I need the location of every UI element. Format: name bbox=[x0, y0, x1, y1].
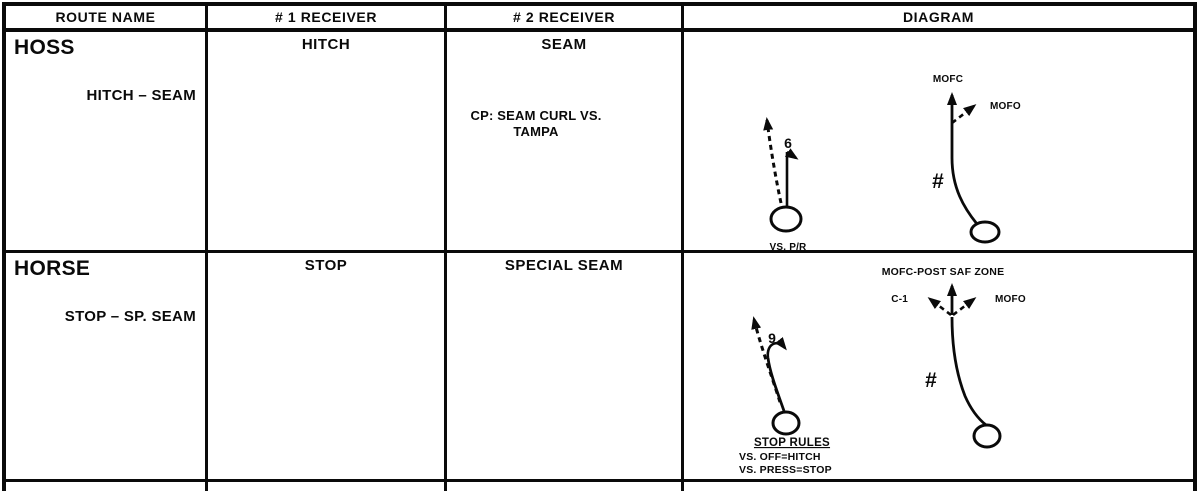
stop-rule-press: VS. PRESS=STOP bbox=[739, 464, 832, 476]
header-receiver-2-label: # 2 RECEIVER bbox=[512, 9, 616, 25]
stop-rules-title: STOP RULES bbox=[754, 437, 830, 449]
horse-receiver2-cell: SPECIAL SEAM bbox=[447, 253, 684, 482]
coaching-point-text: SEAM CURL VS. TAMPA bbox=[497, 108, 602, 140]
receiver-circle bbox=[769, 205, 803, 233]
seam-route-figure: MOFC MOFO # bbox=[932, 74, 1021, 244]
receiver2-label: SEAM bbox=[541, 36, 587, 53]
route-combo: STOP – SP. SEAM bbox=[64, 308, 196, 325]
c1-branch-dashed-arrow bbox=[927, 297, 952, 317]
header-route-name-label: ROUTE NAME bbox=[55, 9, 156, 25]
c1-label: C-1 bbox=[891, 294, 908, 305]
receiver-circle bbox=[771, 410, 801, 436]
coaching-point-label: CP: bbox=[470, 108, 494, 123]
stop-stem-line bbox=[766, 357, 786, 412]
stop-rule-off: VS. OFF=HITCH bbox=[739, 451, 821, 463]
go-conversion-dashed-arrow bbox=[763, 117, 783, 204]
next-row-cell bbox=[684, 482, 1193, 491]
route-name: HOSS bbox=[14, 36, 75, 59]
receiver1-label: HITCH bbox=[301, 36, 351, 53]
horse-diagram: 9 STOP RULES VS. OFF=HITCH VS. PRESS=STO… bbox=[739, 266, 1026, 476]
mofo-label: MOFO bbox=[990, 101, 1021, 112]
route-combo: HITCH – SEAM bbox=[86, 87, 196, 104]
hitch-route-figure: 6 VS. P/R bbox=[763, 117, 808, 250]
mofo-branch-dashed-arrow bbox=[951, 104, 977, 125]
hash-mark-label: # bbox=[925, 369, 937, 392]
receiver-circle bbox=[969, 220, 1001, 244]
coaching-point: CP: SEAM CURL VS. TAMPA bbox=[456, 108, 616, 141]
hitch-depth-label: 6 bbox=[784, 135, 792, 151]
hoss-diagram-cell: 6 VS. P/R MOFC MOFO # bbox=[684, 32, 1193, 253]
header-receiver-2: # 2 RECEIVER bbox=[447, 6, 684, 32]
hitch-break-arrow bbox=[784, 148, 799, 160]
mofc-post-saf-zone-label: MOFC-POST SAF ZONE bbox=[882, 266, 1005, 278]
header-route-name: ROUTE NAME bbox=[6, 6, 208, 32]
stop-depth-label: 9 bbox=[768, 330, 776, 346]
hoss-receiver2-cell: SEAM CP: SEAM CURL VS. TAMPA bbox=[447, 32, 684, 253]
next-row-cell bbox=[208, 482, 447, 491]
receiver-circle bbox=[972, 423, 1002, 449]
header-receiver-1-label: # 1 RECEIVER bbox=[274, 9, 378, 25]
vs-press-roll-note: VS. P/R bbox=[770, 242, 808, 250]
route-name: HORSE bbox=[14, 257, 91, 280]
hoss-receiver1-cell: HITCH bbox=[208, 32, 447, 253]
horse-route-name-cell: HORSE STOP – SP. SEAM bbox=[6, 253, 208, 482]
receiver1-label: STOP bbox=[304, 257, 348, 274]
special-seam-route-figure: MOFC-POST SAF ZONE C-1 MOFO # bbox=[882, 266, 1026, 449]
header-diagram-label: DIAGRAM bbox=[902, 9, 975, 25]
hash-mark-label: # bbox=[932, 170, 944, 193]
mofo-label: MOFO bbox=[995, 294, 1026, 305]
stop-curl-arrow bbox=[766, 337, 787, 359]
seam-route-line bbox=[950, 316, 987, 427]
mofc-label: MOFC bbox=[933, 74, 963, 85]
hoss-diagram: 6 VS. P/R MOFC MOFO # bbox=[763, 74, 1021, 250]
seam-route-line bbox=[947, 92, 979, 225]
horse-receiver1-cell: STOP bbox=[208, 253, 447, 482]
horse-diagram-cell: 9 STOP RULES VS. OFF=HITCH VS. PRESS=STO… bbox=[684, 253, 1193, 482]
hoss-route-name-cell: HOSS HITCH – SEAM bbox=[6, 32, 208, 253]
receiver2-label: SPECIAL SEAM bbox=[504, 257, 624, 274]
header-receiver-1: # 1 RECEIVER bbox=[208, 6, 447, 32]
stop-route-figure: 9 STOP RULES VS. OFF=HITCH VS. PRESS=STO… bbox=[739, 316, 832, 476]
next-row-cell bbox=[447, 482, 684, 491]
next-row-cell bbox=[6, 482, 208, 491]
header-diagram: DIAGRAM bbox=[684, 6, 1193, 32]
mofo-branch-dashed-arrow bbox=[952, 297, 977, 317]
